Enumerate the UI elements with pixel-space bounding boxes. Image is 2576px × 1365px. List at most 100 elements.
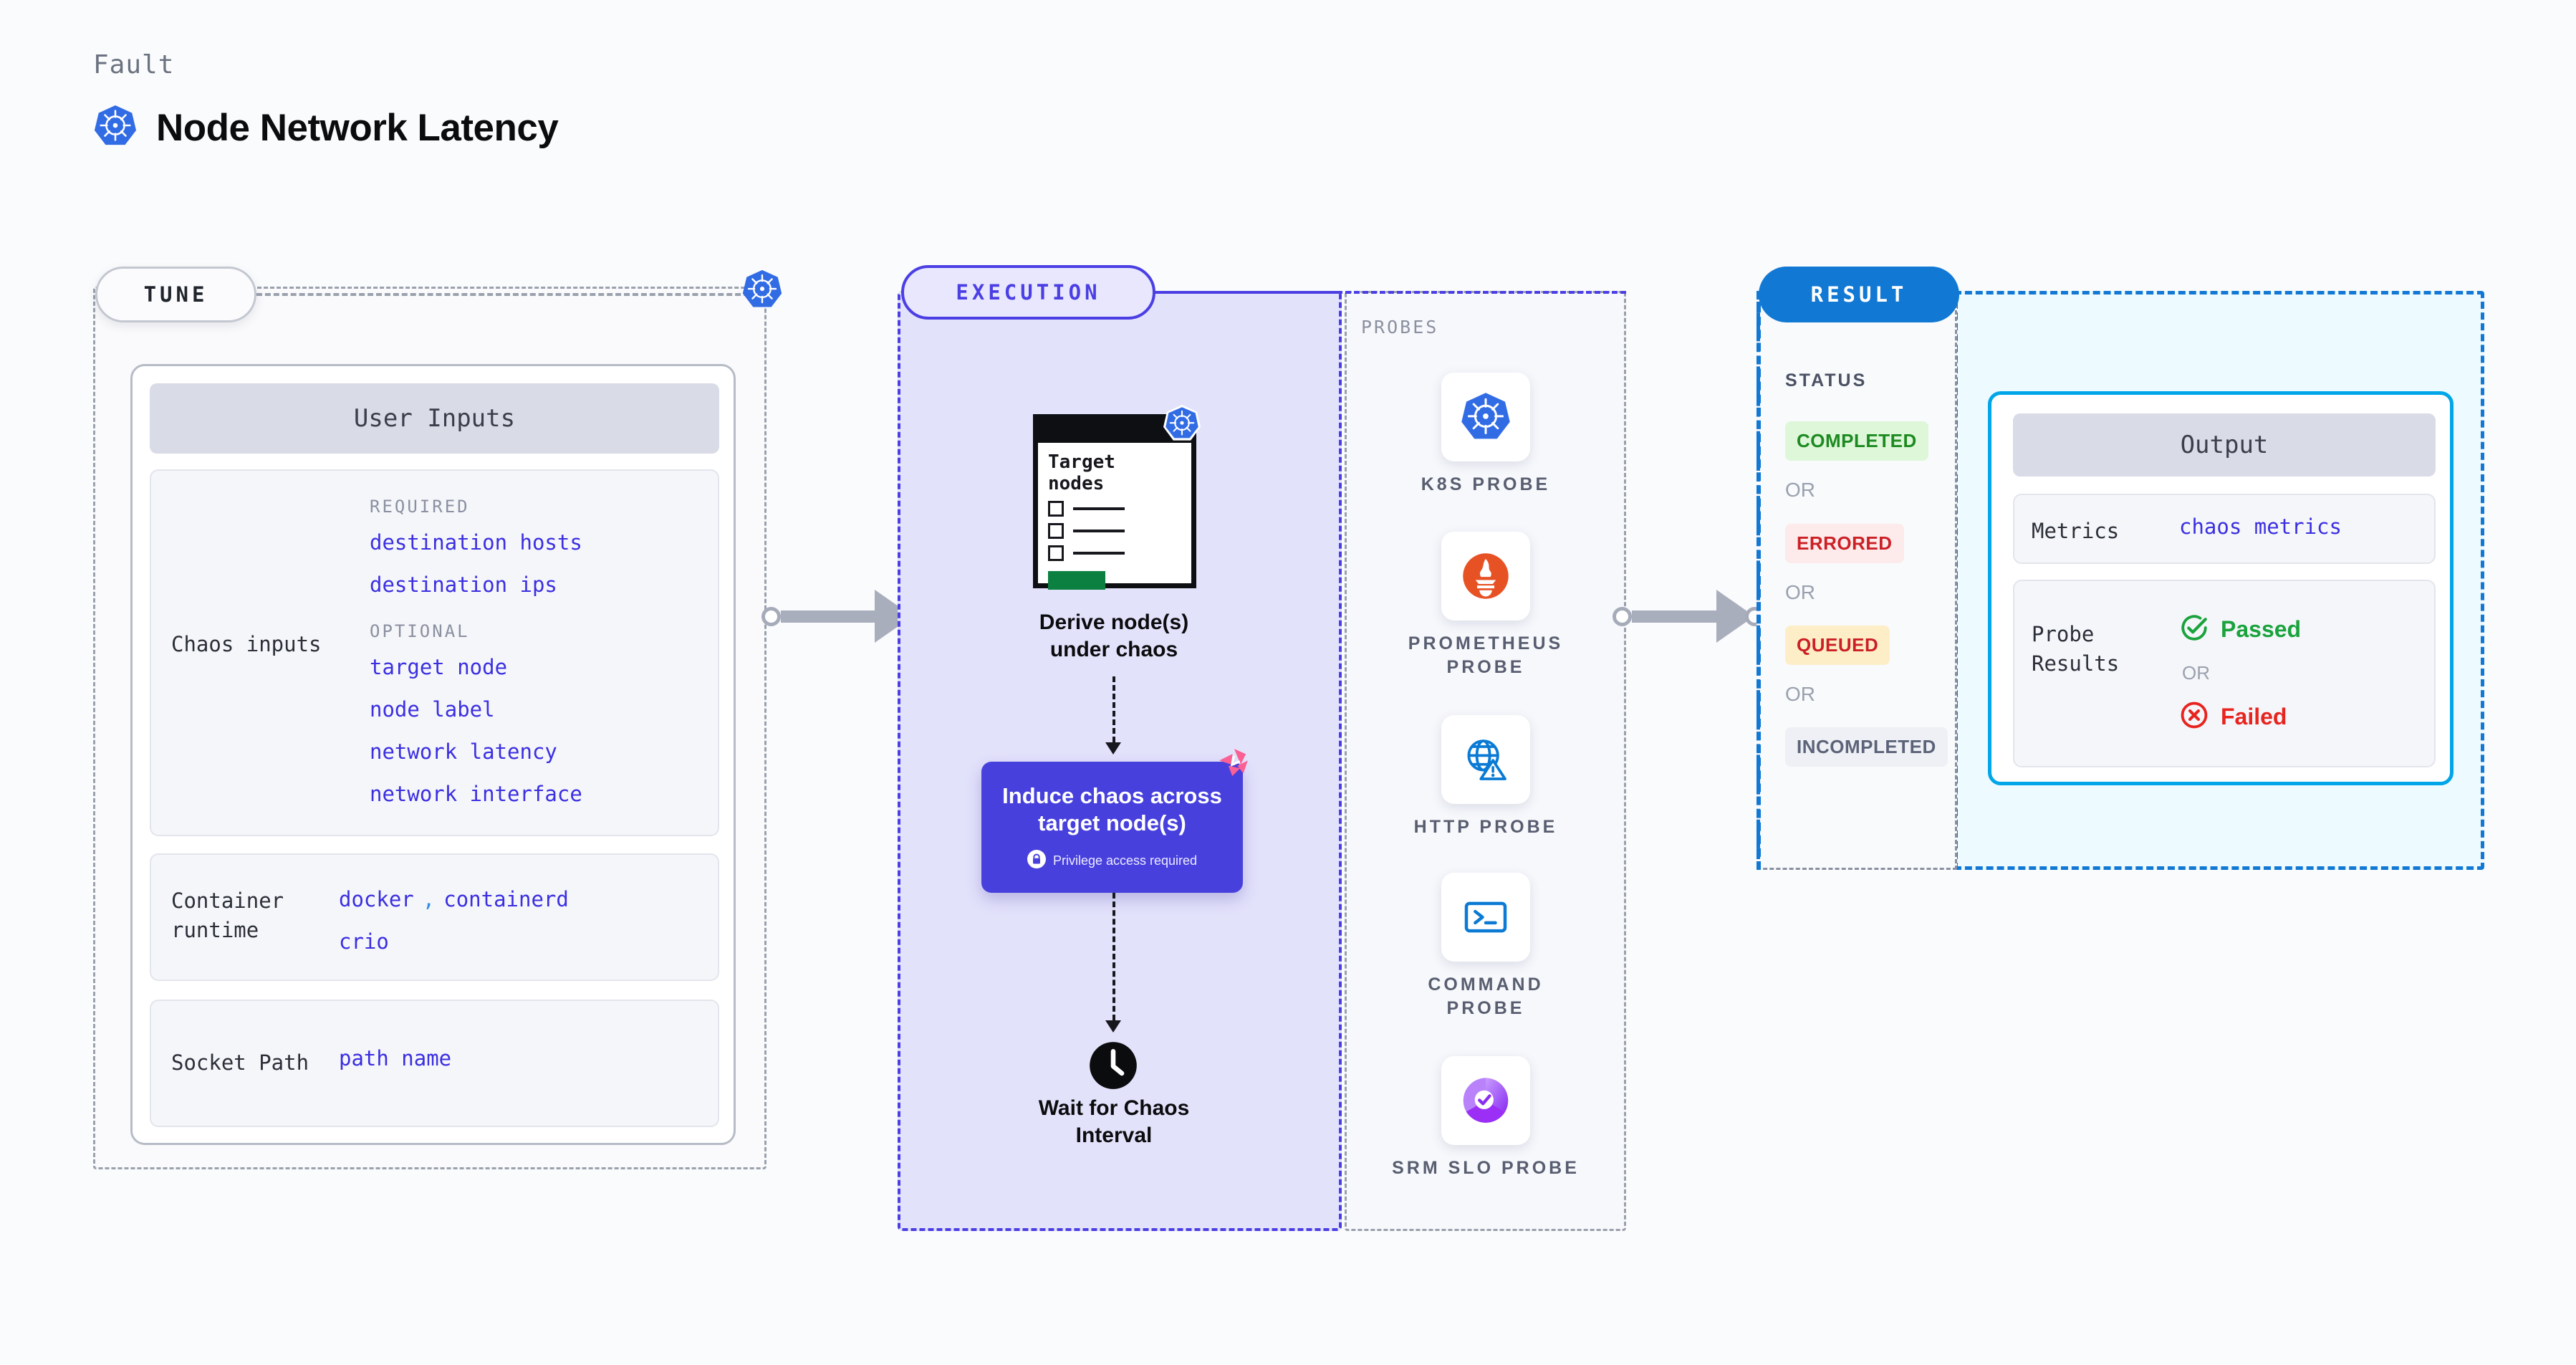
flow-line-1: [1112, 676, 1115, 742]
target-nodes-card: Target nodes: [1033, 414, 1196, 590]
container-runtime-section: Container runtime docker , containerd cr…: [150, 853, 719, 981]
fault-eyebrow: Fault: [93, 50, 175, 80]
terminal-icon: [1441, 873, 1530, 962]
chaos-inputs-values: REQUIRED destination hosts destination i…: [370, 497, 582, 805]
derive-nodes-label: Derive node(s) under chaos: [992, 609, 1236, 664]
kubernetes-icon: [1163, 405, 1201, 446]
lock-icon: [1027, 850, 1046, 872]
chaos-inputs-section: Chaos inputs REQUIRED destination hosts …: [150, 469, 719, 836]
status-or-1: OR: [1785, 479, 1815, 501]
probes-caption: PROBES: [1361, 317, 1439, 337]
litmus-logo-icon: [1213, 742, 1254, 787]
probe-label: PROMETHEUS PROBE: [1408, 633, 1564, 677]
socket-path-section: Socket Path path name: [150, 1000, 719, 1127]
derive-label-line2: under chaos: [1049, 637, 1178, 661]
status-badge-queued: QUEUED: [1785, 626, 1890, 665]
status-badge-completed: COMPLETED: [1785, 421, 1928, 461]
output-header: Output: [2013, 413, 2436, 476]
probe-result-failed: Failed: [2179, 700, 2301, 734]
runtime-separator: ,: [422, 887, 436, 911]
placeholder-line: [1073, 552, 1125, 555]
status-or-3: OR: [1785, 683, 1815, 705]
metrics-row: Metrics chaos metrics: [2013, 494, 2436, 564]
title-row: Node Network Latency: [93, 104, 559, 152]
input-network-latency[interactable]: network latency: [370, 739, 557, 764]
required-caption: REQUIRED: [370, 497, 470, 517]
checkbox-icon[interactable]: [1048, 545, 1064, 562]
connector-dot-left: [761, 606, 781, 626]
probe-label: SRM SLO PROBE: [1392, 1158, 1580, 1178]
probe-label: HTTP PROBE: [1413, 817, 1558, 837]
probe-results-label-line1: Probe: [2032, 622, 2095, 646]
probe-result-failed-label: Failed: [2221, 704, 2287, 729]
metrics-label: Metrics: [2032, 519, 2120, 543]
checkbox-icon[interactable]: [1048, 523, 1064, 540]
privilege-note-label: Privilege access required: [1052, 853, 1198, 868]
connector-dot-left: [1613, 606, 1632, 626]
probe-item-http[interactable]: HTTP PROBE: [1390, 715, 1582, 839]
induce-chaos-button[interactable]: Induce chaos across target node(s) Privi…: [981, 762, 1243, 893]
execution-top-dash-line: [1156, 291, 1626, 294]
probe-label: K8S PROBE: [1421, 474, 1551, 494]
page-title: Node Network Latency: [156, 107, 559, 149]
socket-path-value[interactable]: path name: [339, 1046, 452, 1071]
probe-item-prometheus[interactable]: PROMETHEUS PROBE: [1390, 532, 1582, 679]
result-pill[interactable]: RESULT: [1759, 267, 1959, 322]
target-card-title-line1: Target: [1048, 451, 1115, 473]
result-left-dash-line: [1756, 291, 1761, 870]
connector-execution-to-result: [1613, 590, 1764, 643]
probe-result-passed: Passed: [2179, 613, 2301, 646]
connector-tune-to-execution: [761, 590, 923, 643]
srm-slo-donut-icon: [1441, 1056, 1530, 1145]
wait-label-line1: Wait for Chaos: [1038, 1096, 1190, 1120]
placeholder-line: [1073, 530, 1125, 533]
probe-result-passed-label: Passed: [2221, 616, 2302, 642]
target-card-title-line2: nodes: [1048, 473, 1105, 495]
input-target-node[interactable]: target node: [370, 655, 508, 679]
chaos-inputs-label: Chaos inputs: [171, 632, 322, 656]
socket-path-label: Socket Path: [171, 1050, 309, 1075]
container-runtime-label: Container runtime: [171, 889, 284, 943]
metrics-value[interactable]: chaos metrics: [2179, 514, 2342, 539]
user-inputs-card: User Inputs Chaos inputs REQUIRED destin…: [130, 364, 736, 1145]
derive-label-line1: Derive node(s): [1039, 610, 1189, 634]
status-badge-incompleted: INCOMPLETED: [1785, 727, 1948, 767]
probe-label: COMMAND PROBE: [1428, 974, 1544, 1018]
runtime-containerd[interactable]: containerd: [443, 887, 569, 911]
probe-item-k8s[interactable]: K8S PROBE: [1390, 373, 1582, 497]
probe-results-row: Probe Results Passed OR: [2013, 580, 2436, 767]
probe-results-label: Probe Results: [2032, 620, 2161, 679]
progress-bar: [1048, 571, 1105, 590]
runtime-crio[interactable]: crio: [339, 929, 389, 954]
privilege-note: Privilege access required: [1027, 850, 1197, 872]
status-or-2: OR: [1785, 581, 1815, 603]
placeholder-line: [1073, 507, 1125, 511]
target-checkbox-row: [1048, 501, 1191, 517]
optional-caption: OPTIONAL: [370, 621, 470, 641]
input-node-label[interactable]: node label: [370, 697, 495, 722]
checkbox-icon[interactable]: [1048, 501, 1064, 517]
tune-top-dash-line: [256, 293, 758, 296]
probe-item-srm-slo[interactable]: SRM SLO PROBE: [1390, 1056, 1582, 1180]
runtime-docker[interactable]: docker: [339, 887, 414, 911]
connector-bar: [1632, 610, 1718, 623]
x-circle-icon: [2179, 700, 2209, 734]
status-badge-errored: ERRORED: [1785, 524, 1904, 563]
input-network-interface[interactable]: network interface: [370, 782, 582, 806]
flow-arrow-2: [1105, 1020, 1121, 1033]
status-caption: STATUS: [1785, 370, 1868, 391]
wait-label-line2: Interval: [1075, 1123, 1153, 1147]
probe-item-command[interactable]: COMMAND PROBE: [1390, 873, 1582, 1020]
tune-pill[interactable]: TUNE: [95, 267, 256, 322]
target-checkbox-row: [1048, 523, 1191, 540]
execution-pill[interactable]: EXECUTION: [901, 265, 1155, 320]
kubernetes-icon: [1441, 373, 1530, 461]
input-destination-ips[interactable]: destination ips: [370, 573, 557, 597]
user-inputs-header: User Inputs: [150, 383, 719, 454]
prometheus-icon: [1441, 532, 1530, 621]
induce-chaos-line2: target node(s): [1038, 810, 1186, 835]
input-destination-hosts[interactable]: destination hosts: [370, 530, 582, 555]
output-card: Output Metrics chaos metrics Probe Resul…: [1988, 391, 2454, 785]
probe-results-label-line2: Results: [2032, 651, 2120, 676]
kubernetes-icon: [93, 104, 138, 152]
